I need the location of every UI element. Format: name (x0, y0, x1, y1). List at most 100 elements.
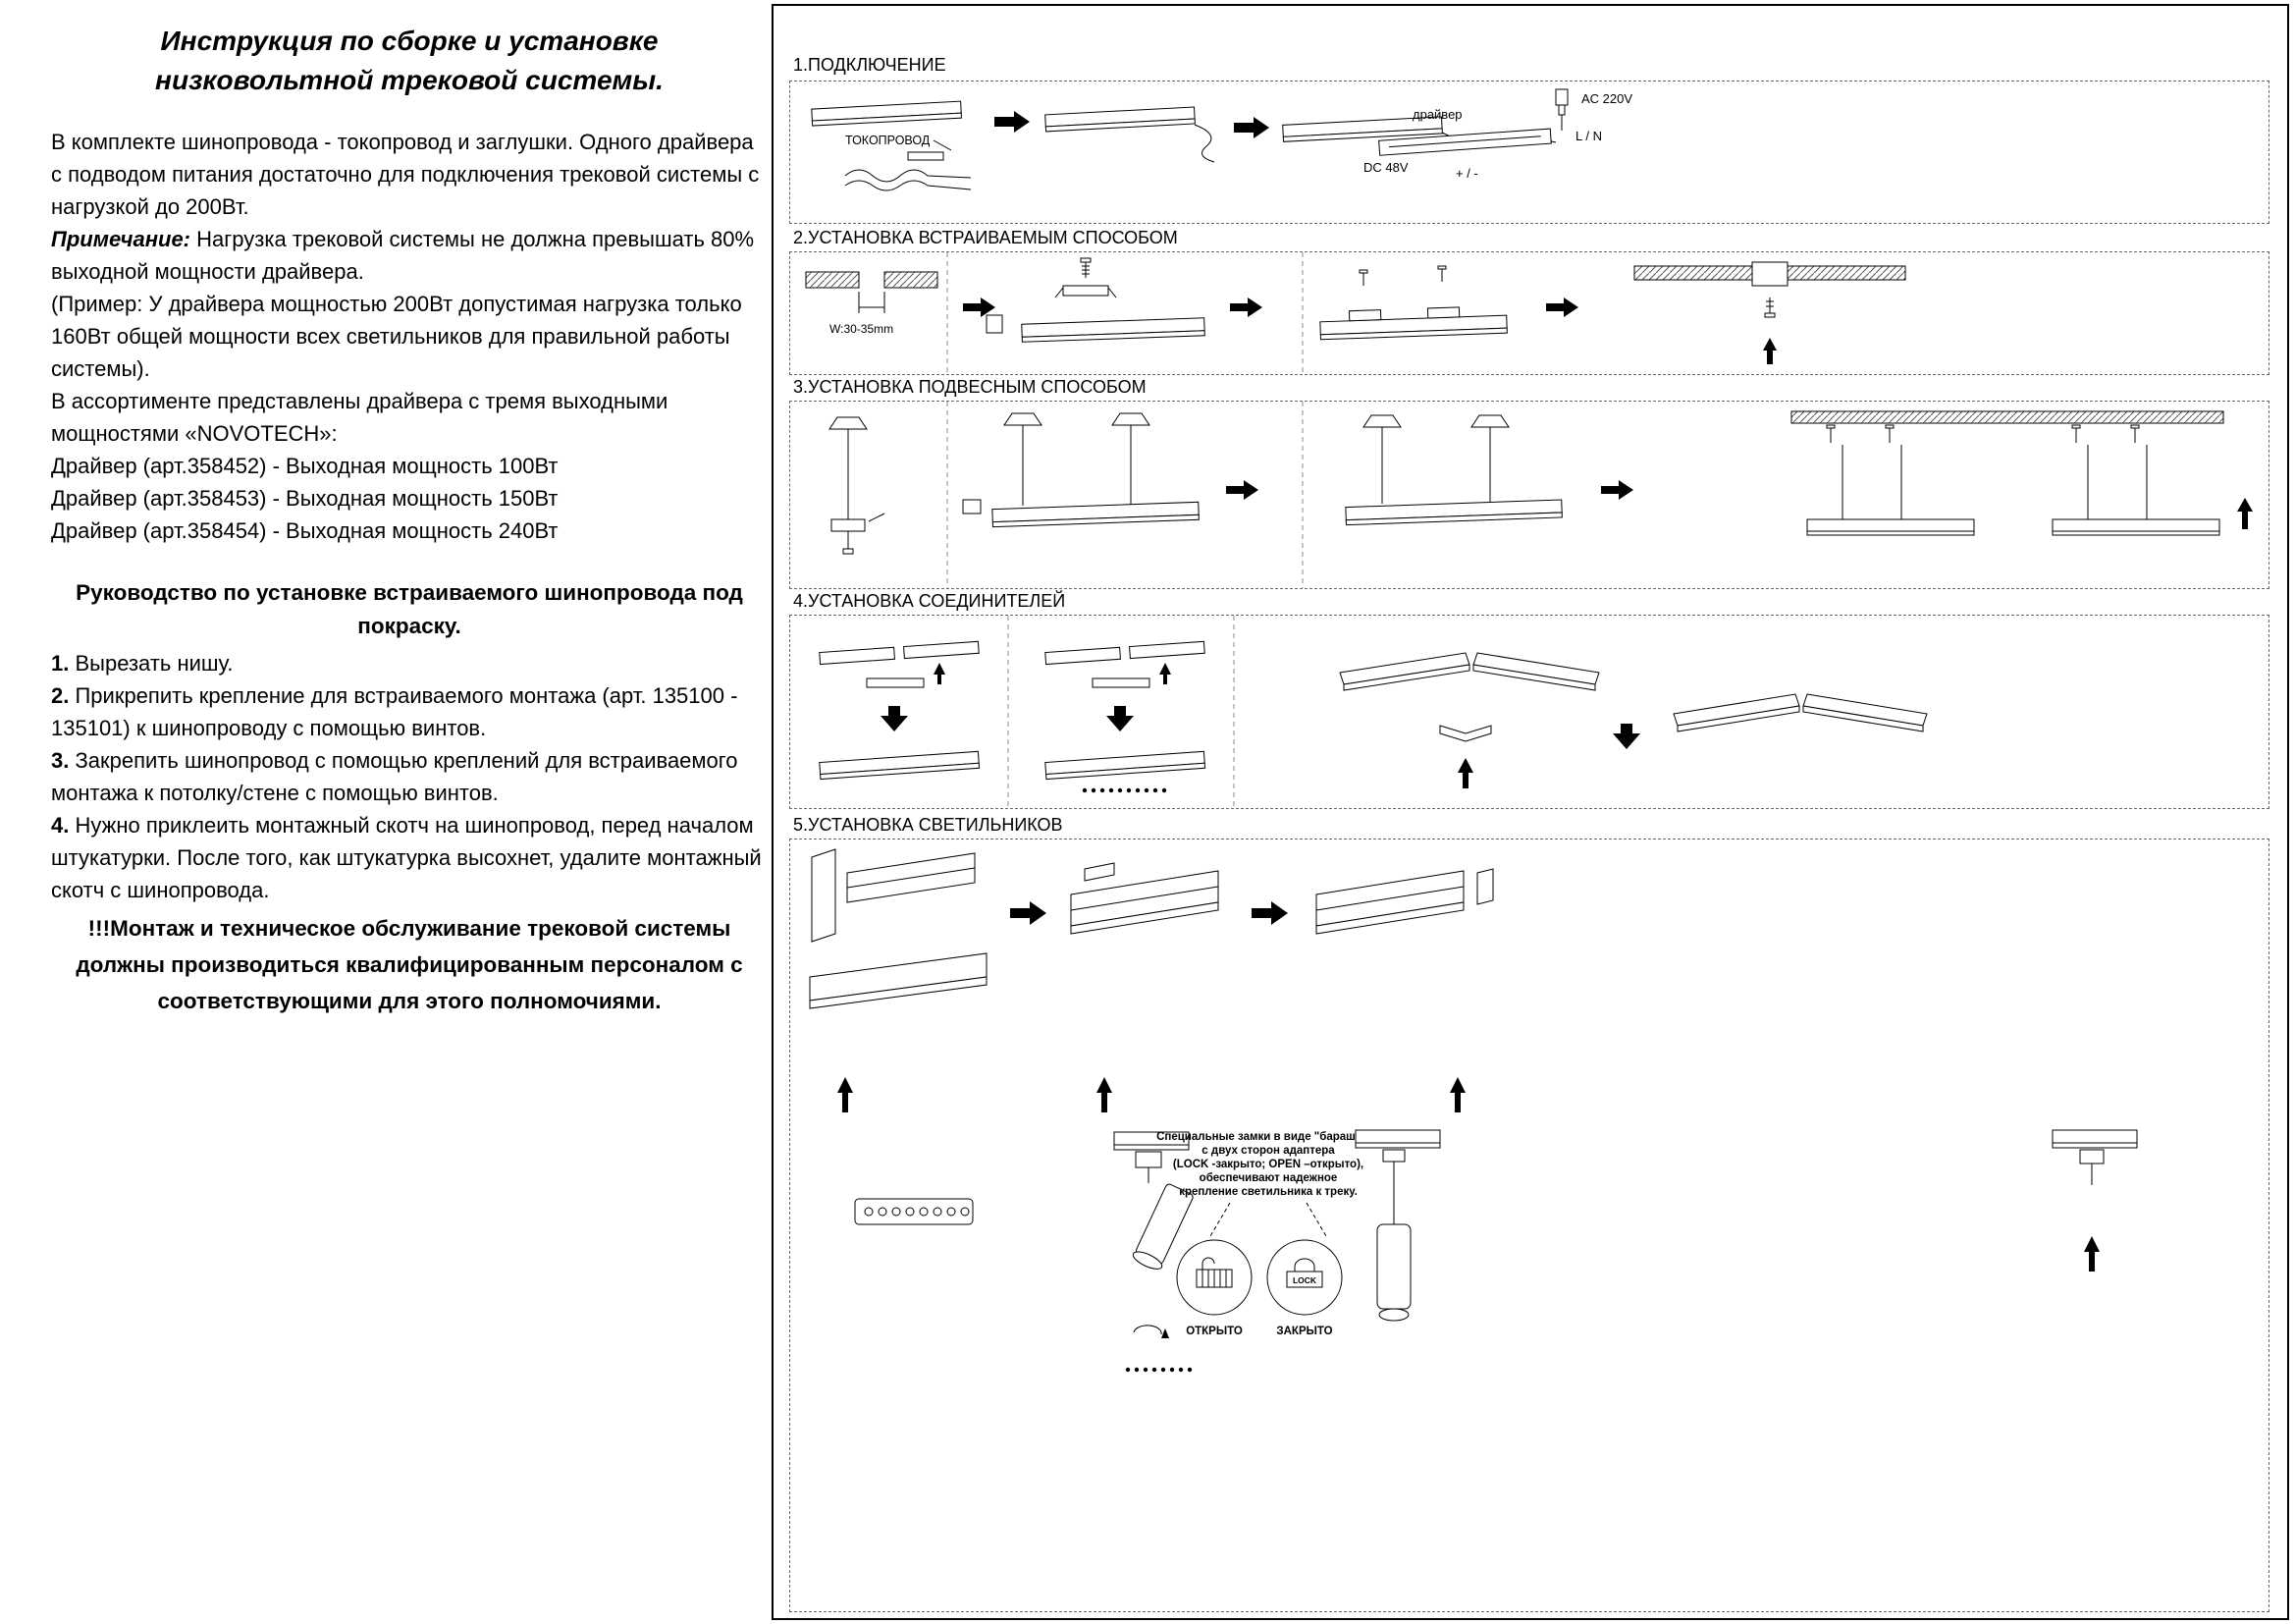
straight-connector-joined (819, 750, 981, 781)
example-paragraph: (Пример: У драйвера мощностью 200Вт допу… (51, 292, 742, 381)
arrow-down-icon (881, 706, 908, 731)
wire (844, 169, 972, 183)
track-with-adapter (2052, 1129, 2138, 1185)
arrow-right-icon (1252, 901, 1288, 925)
arrow-up-icon (837, 1077, 853, 1112)
lock-note-line-1: Специальные замки в виде "барашков" (1156, 1131, 1380, 1143)
width-dimension-label: W:30-35mm (829, 322, 893, 336)
ellipsis-dots (1082, 787, 1167, 793)
tokoprovod-label: ТОКОПРОВОД (845, 134, 931, 147)
driver-line-2: Драйвер (арт.358453) - Выходная мощность… (51, 486, 559, 511)
section-pendant (789, 401, 2269, 589)
lock-open-detail (1176, 1239, 1253, 1316)
section-label-pendant: 3.УСТАНОВКА ПОДВЕСНЫМ СПОСОБОМ (793, 377, 1147, 397)
wire (1194, 124, 1215, 163)
pointer-line (1209, 1202, 1231, 1237)
pendant-mount-diagram (828, 402, 2253, 588)
luminaire-install-diagram: Специальные замки в виде "барашков" с дв… (809, 848, 2138, 1373)
rotate-arrow-head (1161, 1328, 1169, 1338)
arrow-up-icon (934, 663, 945, 684)
ac-label: AC 220V (1581, 91, 1632, 106)
step-text: Нужно приклеить монтажный скотч на шиноп… (51, 813, 762, 902)
suspension-kit (828, 416, 868, 555)
section-label-connection: 1.ПОДКЛЮЧЕНИЕ (793, 55, 946, 75)
intro-paragraph: В комплекте шинопровода - токопровод и з… (51, 130, 760, 219)
step-item-1: 1. Вырезать нишу. (51, 647, 768, 679)
step-text: Закрепить шинопровод с помощью креплений… (51, 748, 738, 805)
pendant-track-exploded (962, 412, 1200, 528)
dc-label: DC 48V (1363, 160, 1409, 175)
open-label: ОТКРЫТО (1186, 1326, 1243, 1337)
note-text: Нагрузка трековой системы не должна прев… (51, 227, 755, 284)
ceiling-fixing (1633, 261, 1906, 318)
note-paragraph: Примечание: Нагрузка трековой системы не… (51, 223, 768, 288)
arrow-up-icon (2084, 1236, 2100, 1272)
guide-heading: Руководство по установке встраиваемого ш… (76, 580, 743, 638)
arrow-right-icon (1234, 117, 1269, 138)
mounting-bracket (1054, 285, 1117, 298)
straight-connector-joined (1044, 750, 1206, 781)
text-column: Инструкция по сборке и установке низково… (51, 22, 768, 1019)
driver-label: драйвер (1413, 107, 1463, 122)
arrow-up-icon (1458, 758, 1473, 788)
lock-note-line-3: (LOCK -закрыто; OPEN –открыто), (1173, 1159, 1363, 1170)
linear-luminaire-exploded (809, 848, 988, 1009)
arrow-down-icon (1613, 724, 1640, 749)
corner-connector-assembled (1673, 693, 1928, 732)
arrow-right-icon (1226, 480, 1258, 500)
warning-text: !!!Монтаж и техническое обслуживание тре… (76, 916, 743, 1013)
ceiling-hung-tracks (1790, 410, 2224, 536)
ac-plug (1555, 88, 1569, 131)
document-title: Инструкция по сборке и установке низково… (155, 26, 664, 95)
lock-note-line-2: с двух сторон адаптера (1201, 1145, 1335, 1157)
corner-connector-exploded (1339, 652, 1600, 742)
arrow-right-icon (1546, 298, 1578, 317)
section-connectors (789, 615, 2269, 809)
plus-minus-label: + / - (1456, 166, 1478, 181)
track-bar (1282, 116, 1443, 142)
arrow-down-icon (1106, 706, 1134, 731)
rotate-arrow-icon (1133, 1325, 1162, 1335)
wire (844, 180, 972, 191)
track-bar (811, 100, 962, 127)
straight-connector-exploded (819, 640, 980, 688)
connector-diagram (819, 616, 1928, 808)
arrow-right-icon (994, 111, 1030, 133)
lock-note-line-5: крепление светильника к треку. (1179, 1186, 1358, 1198)
step-number: 2. (51, 683, 70, 708)
ellipsis-dots (1125, 1367, 1193, 1373)
driver-line-3: Драйвер (арт.358454) - Выходная мощность… (51, 518, 559, 543)
lock-note-line-4: обеспечивают надежное (1200, 1172, 1338, 1184)
step-item-4: 4. Нужно приклеить монтажный скотч на ши… (51, 809, 768, 906)
ceiling-cutout (805, 271, 938, 313)
driver-line-1: Драйвер (арт.358452) - Выходная мощность… (51, 454, 559, 478)
pendant-track-assembled (1345, 414, 1563, 526)
note-label: Примечание: (51, 227, 191, 251)
arrow-up-icon (1159, 663, 1171, 684)
arrow-right-icon (963, 298, 995, 317)
section-connection: ТОКОПРОВОД (789, 81, 2269, 224)
pointer-line (1306, 1202, 1327, 1237)
arrow-up-icon (1763, 338, 1777, 364)
arrow-right-icon (1230, 298, 1262, 317)
diagram-panel: 1.ПОДКЛЮЧЕНИЕ ТОКОПРОВОД (772, 4, 2289, 1620)
step-number: 1. (51, 651, 70, 676)
driver-unit (1378, 128, 1552, 156)
section-recessed: W:30-35mm (789, 251, 2269, 375)
ln-label: L / N (1575, 129, 1602, 143)
linear-luminaire-assembled (1315, 868, 1494, 935)
arrow-up-icon (1096, 1077, 1112, 1112)
arrow-right-icon (1601, 480, 1633, 500)
linear-luminaire-inserting (1070, 862, 1219, 935)
step-item-3: 3. Закрепить шинопровод с помощью крепле… (51, 744, 768, 809)
step-text: Прикрепить крепление для встраиваемого м… (51, 683, 738, 740)
lock-note: Специальные замки в виде "барашков" с дв… (1156, 1131, 1380, 1198)
assortment-paragraph: В ассортименте представлены драйвера с т… (51, 389, 668, 446)
straight-connector-exploded (1044, 640, 1205, 688)
lock-closed-detail (1266, 1239, 1343, 1316)
section-label-luminaires: 5.УСТАНОВКА СВЕТИЛЬНИКОВ (793, 815, 1063, 835)
section-luminaires: Специальные замки в виде "барашков" с дв… (789, 839, 2269, 1612)
pendant-cylinder-luminaire (1355, 1129, 1441, 1322)
mounting-screw (1080, 257, 1092, 278)
power-feed-connector (907, 151, 944, 161)
